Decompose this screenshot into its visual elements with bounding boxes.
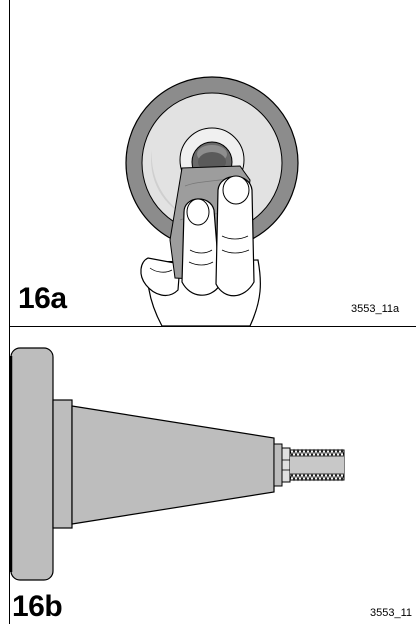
tapered-shaft-icon xyxy=(9,347,345,581)
figure-16a-panel: 16a 3553_11a xyxy=(18,76,400,326)
figure-label-16a: 16a xyxy=(18,282,67,315)
middle-finger xyxy=(215,176,255,297)
figure-16b-panel: 16b 3553_11 xyxy=(0,326,416,624)
ring-shadow xyxy=(151,150,190,218)
frame-left-border xyxy=(9,0,10,624)
figure-label-16b: 16b xyxy=(12,590,63,623)
hex-nut xyxy=(281,447,291,483)
figure-code-16b: 3553_11 xyxy=(370,607,413,619)
panel-divider xyxy=(9,326,416,327)
collar xyxy=(52,399,73,529)
thumb xyxy=(140,257,181,297)
figure-code-16a: 3553_11a xyxy=(351,303,400,315)
shoulder-step xyxy=(273,443,283,487)
middle-nail xyxy=(222,175,250,205)
flange-plate xyxy=(10,347,54,581)
fingers-cleaning-bearing-icon xyxy=(125,76,299,326)
index-nail xyxy=(186,198,210,226)
tapered-body xyxy=(71,405,275,525)
